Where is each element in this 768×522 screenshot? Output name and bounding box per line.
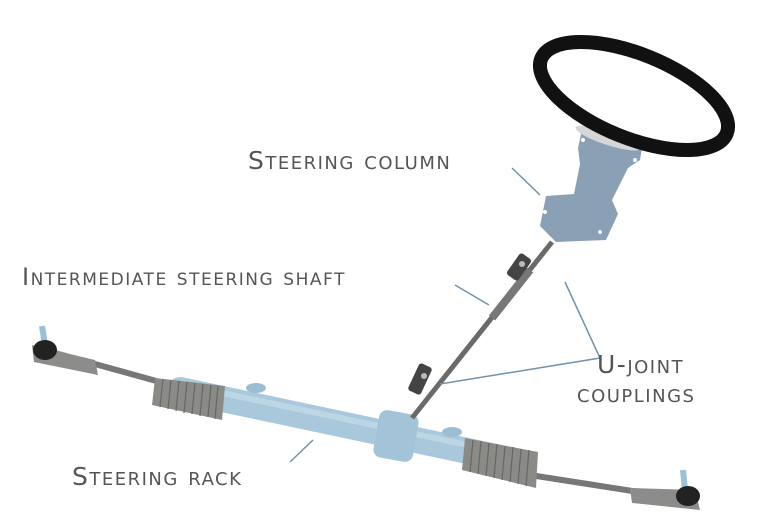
steering-column-plate	[540, 130, 642, 242]
right-tie-rod	[527, 469, 700, 510]
left-rack-boot	[152, 378, 225, 420]
intermediate-shaft	[410, 240, 554, 420]
label-u-joint: U-joint	[597, 350, 685, 379]
pinion-housing	[373, 410, 419, 462]
label-steering-rack: Steering rack	[72, 462, 243, 491]
label-steering-column: Steering column	[248, 146, 452, 175]
upper-u-joint	[506, 253, 532, 281]
label-couplings: couplings	[577, 379, 696, 408]
right-rack-boot	[462, 438, 538, 488]
label-intermediate-steering-shaft: Intermediate steering shaft	[22, 263, 346, 291]
rack-tube	[167, 377, 523, 473]
lower-u-joint	[408, 363, 432, 395]
left-tie-rod	[32, 325, 163, 385]
leader-lines	[289, 167, 602, 463]
steering-wheel	[532, 34, 736, 158]
